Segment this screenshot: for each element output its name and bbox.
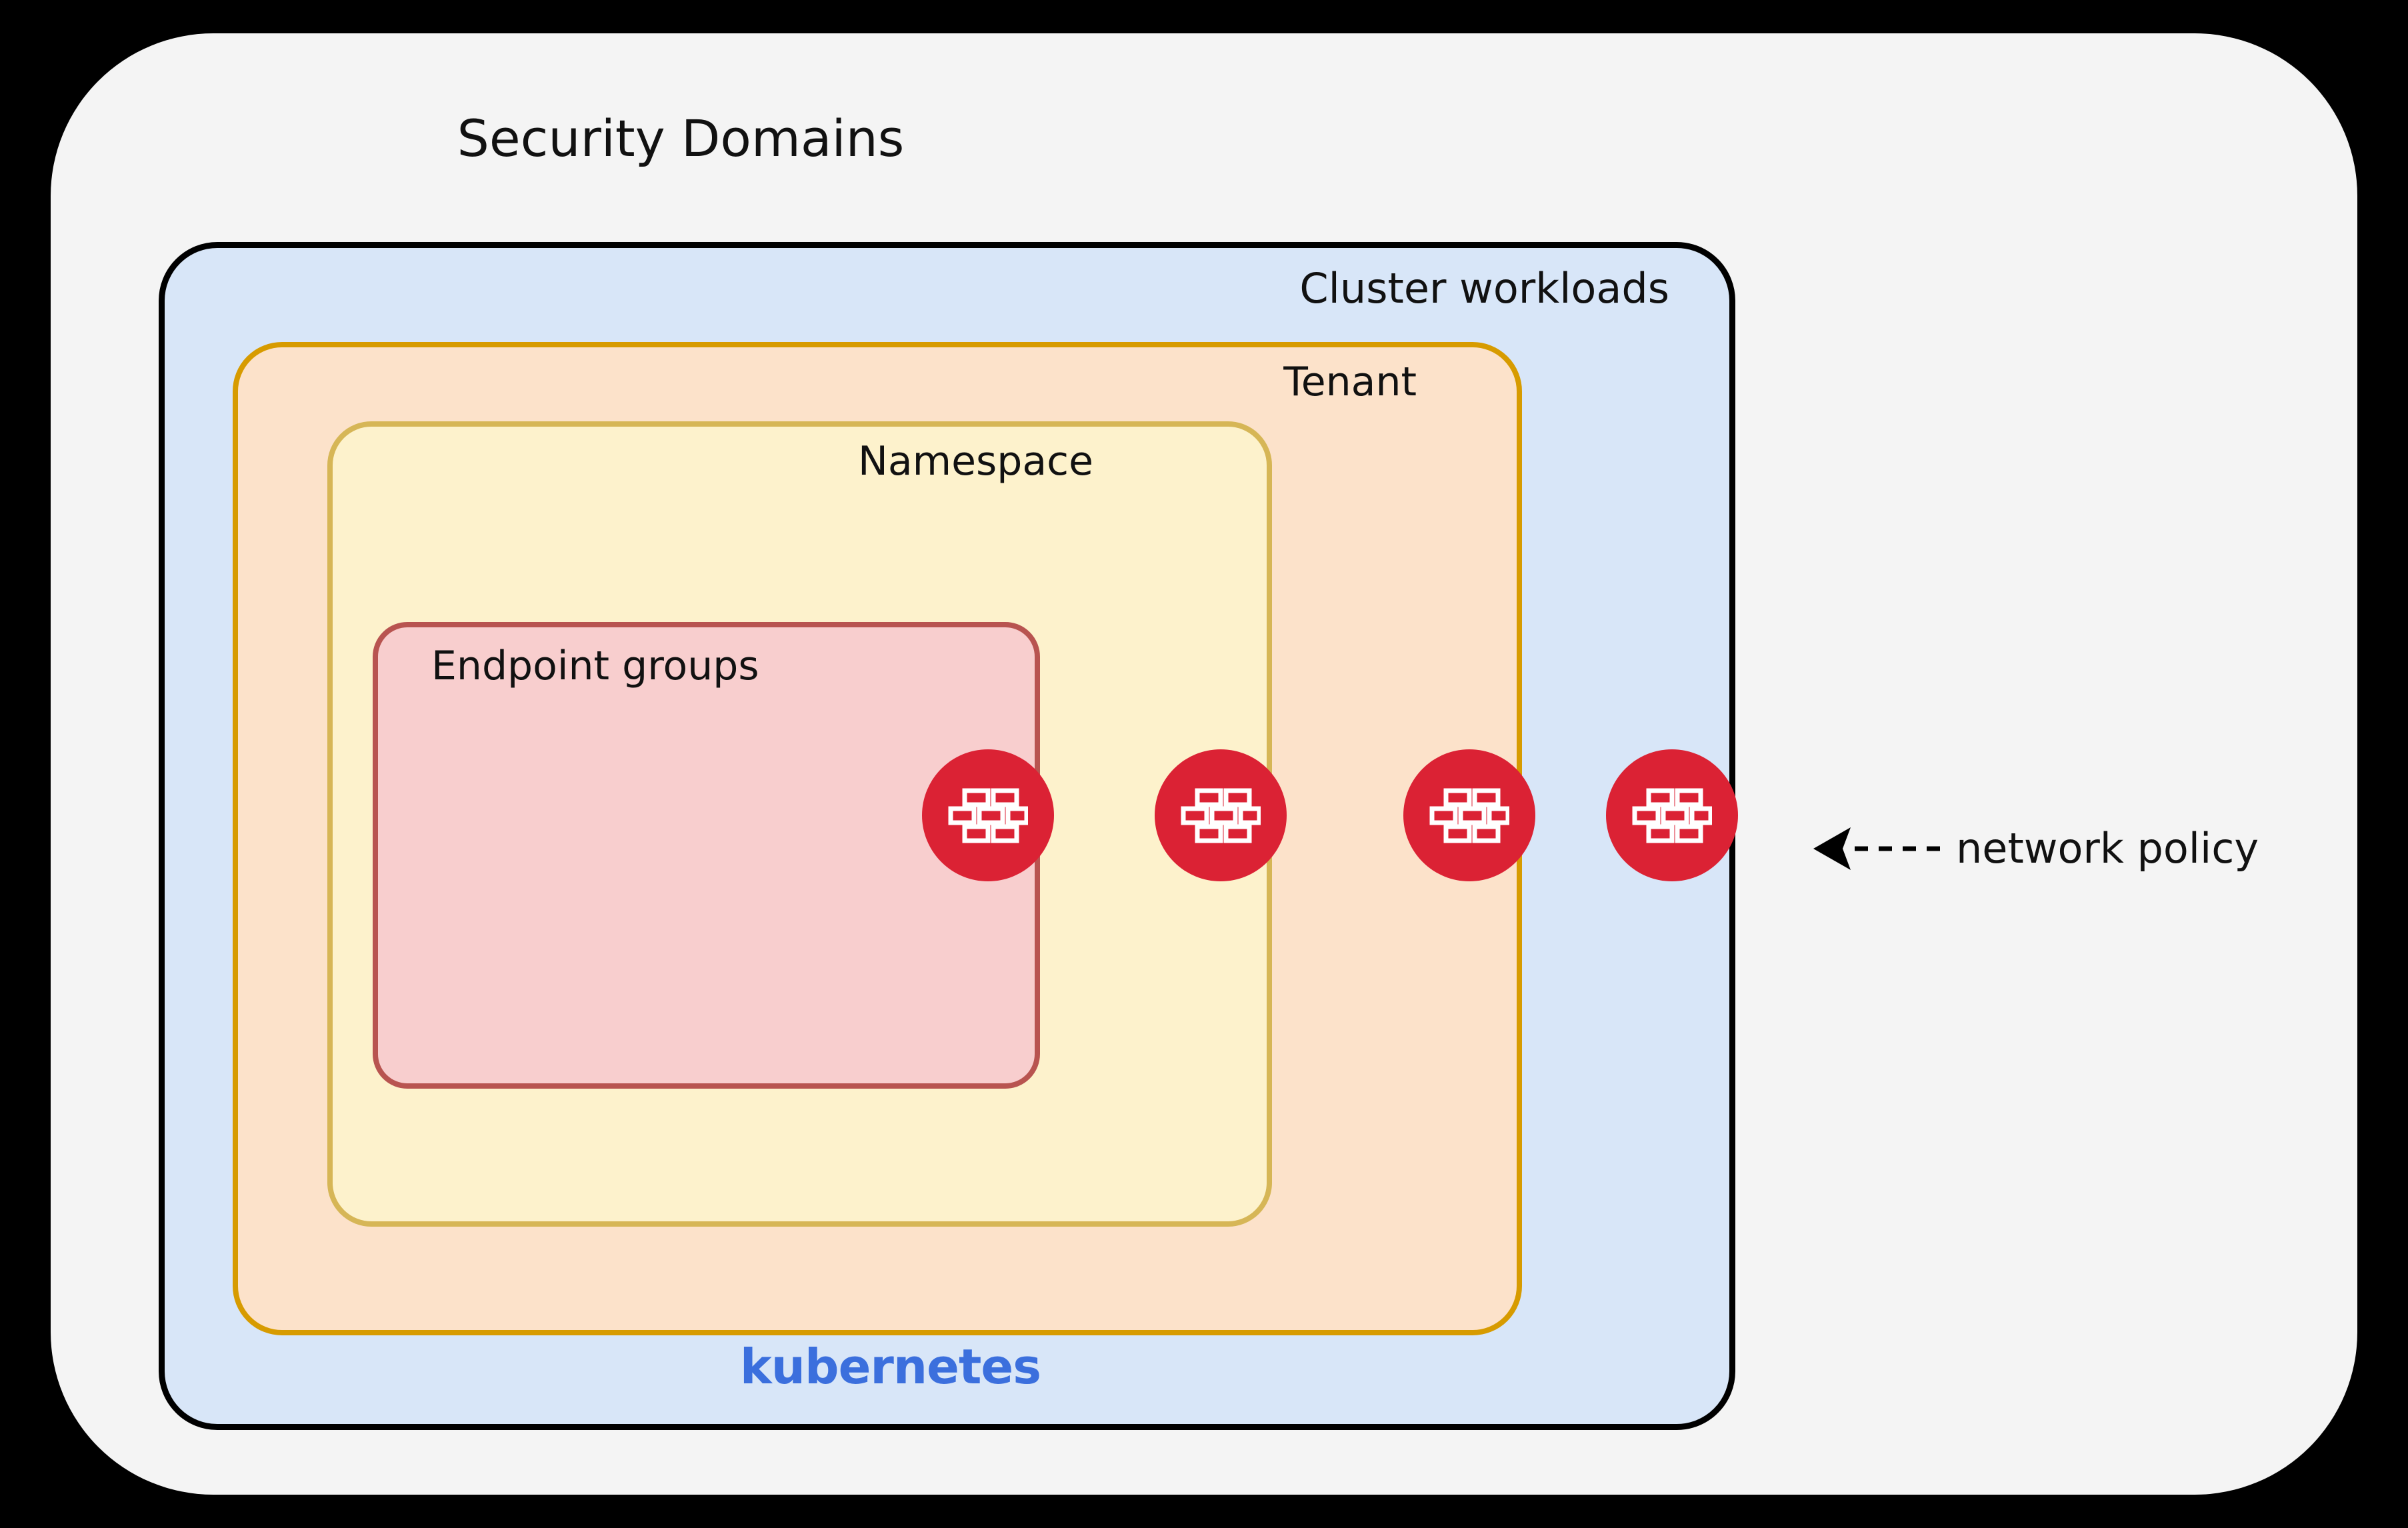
- page-title-text: Security Domains: [457, 109, 905, 168]
- domain-box-endpoint-groups[interactable]: Endpoint groups: [373, 622, 1040, 1089]
- kubernetes-brand-text: kubernetes: [739, 1339, 1041, 1395]
- domain-box-tenant-label: Tenant: [1283, 359, 1417, 405]
- domain-box-namespace[interactable]: Namespace Endpoint groups: [327, 421, 1272, 1227]
- firewall-icon-endpoint-boundary[interactable]: [922, 749, 1054, 881]
- domain-box-endpoint-groups-label: Endpoint groups: [431, 643, 759, 689]
- domain-box-cluster-workloads-label: Cluster workloads: [1299, 264, 1669, 313]
- firewall-icon-cluster-boundary[interactable]: [1606, 749, 1738, 881]
- domain-box-cluster-workloads[interactable]: Cluster workloads Tenant Namespace Endpo…: [159, 242, 1735, 1430]
- diagram-panel: Security Domains Cluster workloads Tenan…: [51, 33, 2357, 1495]
- firewall-icon-tenant-boundary[interactable]: [1403, 749, 1535, 881]
- firewall-icon-namespace-boundary[interactable]: [1155, 749, 1287, 881]
- domain-box-namespace-label: Namespace: [857, 438, 1093, 485]
- kubernetes-brand: kubernetes: [165, 1343, 1729, 1391]
- page-title: Security Domains: [51, 113, 2357, 164]
- network-policy-label: network policy: [1956, 824, 2259, 873]
- dashed-arrow-left-icon: [1813, 827, 1940, 870]
- domain-box-tenant[interactable]: Tenant Namespace Endpoint groups: [233, 342, 1522, 1335]
